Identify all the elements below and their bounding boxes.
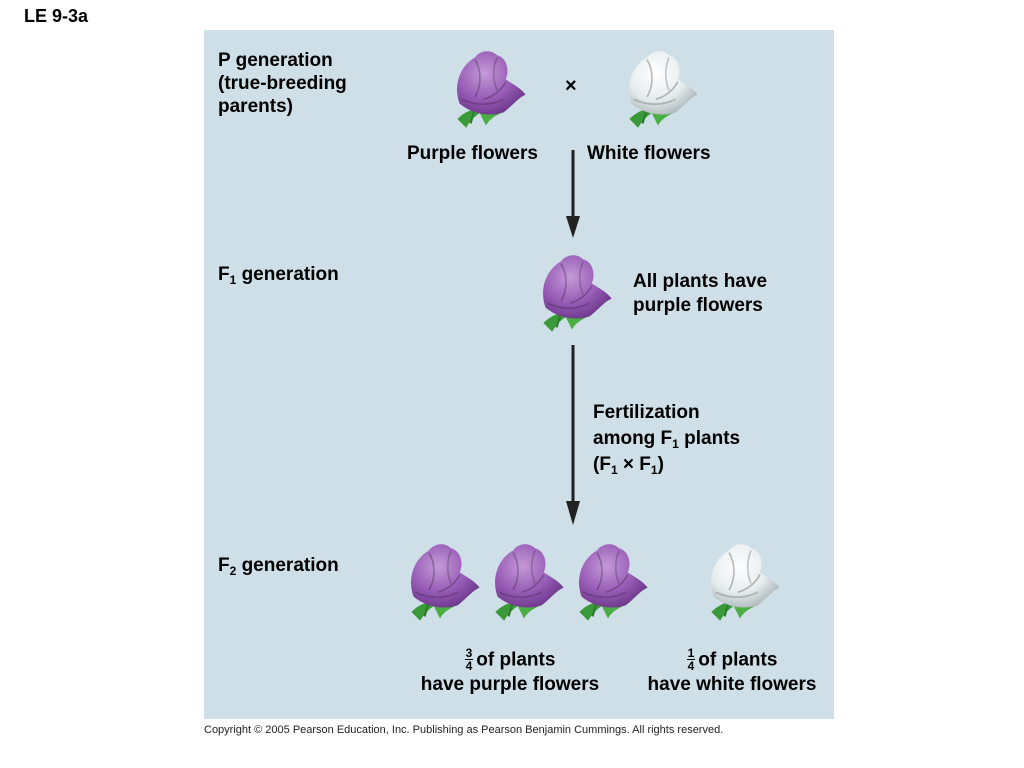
purple-flower-f2-3 (562, 535, 654, 623)
purple-flower-f1 (526, 246, 618, 334)
p-generation-label: P generation (true-breeding parents) (218, 49, 347, 118)
p-generation-line-2: (true-breeding (218, 73, 347, 94)
white-flower-parent (612, 42, 704, 130)
f2-white-result-line-2: have white flowers (647, 674, 817, 695)
f1-result-line-2: purple flowers (633, 295, 763, 316)
fertilization-line-3: (F1 × F1) (593, 454, 664, 477)
arrow-f1-to-f2 (566, 345, 580, 525)
p-generation-line-3: parents) (218, 96, 293, 117)
arrow-p-to-f1 (566, 150, 580, 238)
white-flowers-label: White flowers (587, 143, 711, 164)
white-flower-f2 (694, 535, 786, 623)
fertilization-label: Fertilization among F1 plants (F1 × F1) (593, 400, 740, 478)
f2-purple-result-line-2: have purple flowers (420, 674, 600, 695)
f1-generation-label: F1 generation (218, 264, 339, 287)
f2-generation-label: F2 generation (218, 555, 339, 578)
purple-flower-f2-1 (394, 535, 486, 623)
cross-symbol: × (565, 75, 577, 97)
slide-label: LE 9-3a (24, 6, 89, 26)
fertilization-line-2: among F1 plants (593, 428, 741, 451)
f1-result-label: All plants have purple flowers (633, 270, 767, 318)
p-generation-line-1: P generation (218, 50, 333, 71)
purple-flowers-label: Purple flowers (407, 143, 538, 164)
purple-flower-parent (440, 42, 532, 130)
purple-flower-f2-2 (478, 535, 570, 623)
copyright-notice: Copyright © 2005 Pearson Education, Inc.… (204, 724, 724, 736)
f1-result-line-1: All plants have (633, 271, 768, 292)
fertilization-line-1: Fertilization (593, 402, 700, 423)
